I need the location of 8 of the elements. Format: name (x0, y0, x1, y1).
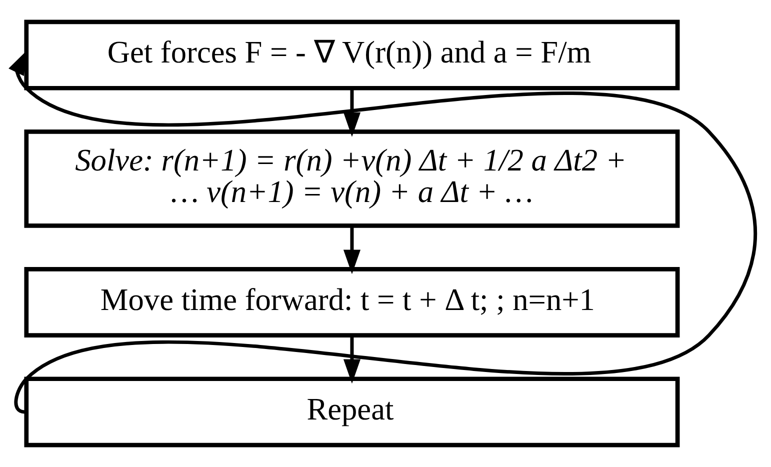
node-box: Solve: r(n+1) = r(n) +v(n) Δt + 1/2 a Δt2 + … v(n+1) = v(n) + a Δt + … (24, 129, 680, 228)
node-box: Get forces F = - ∇ V(r(n)) and a = F/m (24, 20, 680, 90)
arrow (8, 50, 757, 413)
arrow (343, 88, 361, 137)
node-box: Repeat (24, 376, 680, 448)
node-box: Move time forward: t = t + Δ t; ; n=n+1 (24, 267, 680, 338)
arrow (343, 336, 361, 384)
arrow (343, 226, 361, 274)
